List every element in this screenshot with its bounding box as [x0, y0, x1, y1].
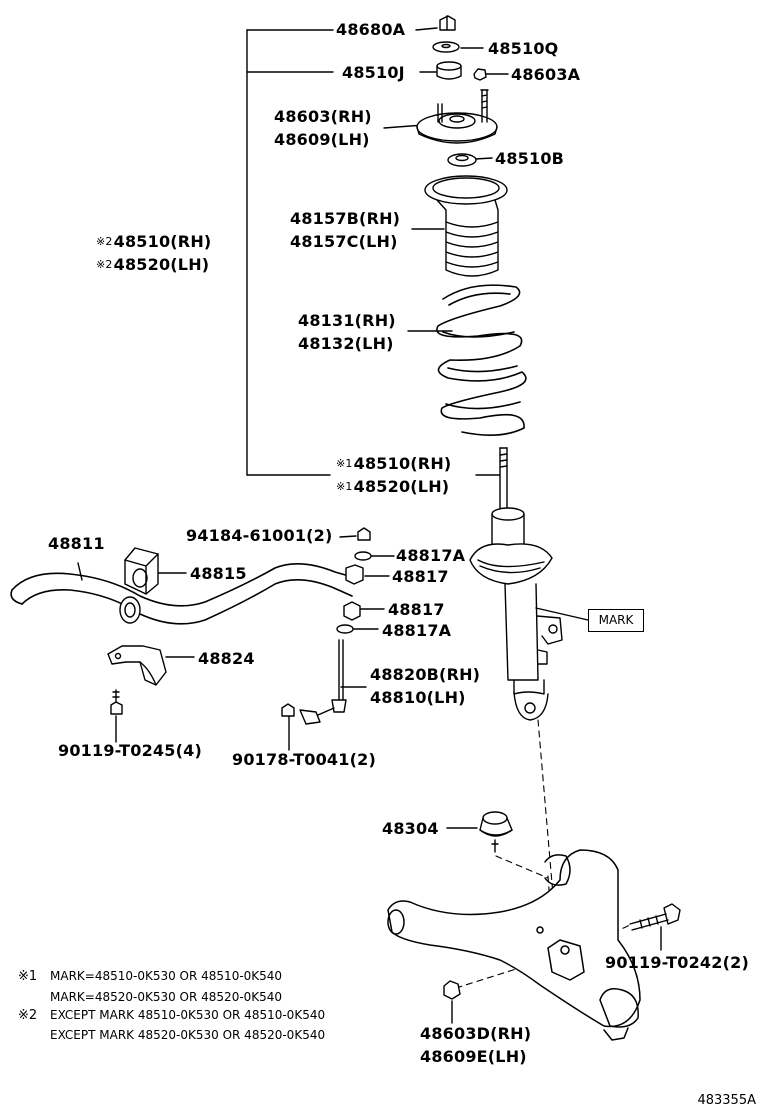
label-48817A-lower: 48817A	[382, 621, 452, 640]
note-4: EXCEPT MARK 48520-0K530 OR 48520-0K540	[18, 1028, 325, 1042]
mark-symbol: ※1	[336, 457, 353, 470]
label-48510J: 48510J	[342, 63, 405, 82]
washer-48510Q	[432, 41, 460, 53]
label-48603A: 48603A	[511, 65, 581, 84]
note-text: MARK=48520-0K530 OR 48520-0K540	[50, 990, 283, 1004]
label-48304: 48304	[382, 819, 439, 838]
note-text: EXCEPT MARK 48520-0K530 OR 48520-0K540	[50, 1028, 326, 1042]
bolt-90119-T0242	[629, 903, 681, 931]
label-48824: 48824	[198, 649, 255, 668]
label-48157C-lh: 48157C(LH)	[290, 232, 398, 251]
label-48810-lh: 48810(LH)	[370, 688, 466, 707]
bushing-48304	[479, 811, 513, 853]
bar-clamp	[119, 596, 141, 624]
label-90178-T0041: 90178-T0041(2)	[232, 750, 376, 769]
note-3: ※2 EXCEPT MARK 48510-0K530 OR 48510-0K540	[18, 1008, 325, 1023]
bracket-48824	[107, 645, 167, 686]
nut-48680A	[439, 15, 456, 31]
note-symbol: ※1	[18, 969, 38, 984]
mark-callout-box: MARK	[588, 609, 644, 632]
label-48609E-lh: 48609E(LH)	[420, 1047, 527, 1066]
note-1: ※1 MARK=48510-0K530 OR 48510-0K540	[18, 969, 282, 984]
label-94184-61001: 94184-61001(2)	[186, 526, 333, 545]
label-48680A: 48680A	[336, 20, 406, 39]
label-48131-rh: 48131(RH)	[298, 311, 396, 330]
label-48609-lh: 48609(LH)	[274, 130, 370, 149]
piston-rod	[499, 447, 508, 509]
label-assembly2-lh: ※248520(LH)	[96, 256, 209, 274]
nut-48603A	[473, 68, 487, 81]
label-48817A-upper: 48817A	[396, 546, 466, 565]
bolt-90119-T0245	[110, 689, 123, 715]
upper-mount	[416, 89, 498, 144]
note-symbol: ※2	[18, 1008, 38, 1023]
boot-48157	[424, 175, 508, 277]
lower-control-arm	[387, 849, 641, 1041]
label-48811: 48811	[48, 534, 105, 553]
note-text: EXCEPT MARK 48510-0K530 OR 48510-0K540	[50, 1008, 326, 1022]
label-90119-T0242: 90119-T0242(2)	[605, 953, 749, 972]
note-text: MARK=48510-0K530 OR 48510-0K540	[50, 969, 283, 983]
label-48820B-rh: 48820B(RH)	[370, 665, 481, 684]
coil-spring	[436, 284, 527, 436]
label-48603-rh: 48603(RH)	[274, 107, 372, 126]
label-48817-upper: 48817	[392, 567, 449, 586]
label-48510B: 48510B	[495, 149, 565, 168]
label-48132-lh: 48132(LH)	[298, 334, 394, 353]
bushing-48510J	[436, 61, 462, 80]
label-assembly1-rh: ※148510(RH)	[336, 455, 451, 473]
mark-symbol: ※2	[96, 235, 113, 248]
label-48510Q: 48510Q	[488, 39, 559, 58]
bearing-48510B	[447, 153, 477, 167]
label-assembly1-lh: ※148520(LH)	[336, 478, 449, 496]
label-assembly1-rh-text: 48510(RH)	[353, 454, 452, 473]
shock-absorber	[469, 507, 563, 721]
stabilizer-bar	[10, 563, 357, 625]
label-90119-T0245: 90119-T0245(4)	[58, 741, 202, 760]
label-assembly1-lh-text: 48520(LH)	[353, 477, 450, 496]
label-assembly2-lh-text: 48520(LH)	[113, 255, 210, 274]
note-2: MARK=48520-0K530 OR 48520-0K540	[18, 990, 282, 1004]
label-48157B-rh: 48157B(RH)	[290, 209, 401, 228]
label-assembly2-rh: ※248510(RH)	[96, 233, 211, 251]
bushing-48815	[124, 547, 159, 595]
assembly-bracket	[246, 29, 334, 476]
label-48603D-rh: 48603D(RH)	[420, 1024, 532, 1043]
leader-lines	[77, 27, 662, 1024]
label-assembly2-rh-text: 48510(RH)	[113, 232, 212, 251]
nut-48603D	[443, 980, 461, 1000]
label-48817-lower: 48817	[388, 600, 445, 619]
stabilizer-link-parts	[281, 527, 372, 725]
mark-symbol: ※2	[96, 258, 113, 271]
label-48815: 48815	[190, 564, 247, 583]
figure-id: 483355A	[697, 1093, 756, 1108]
mark-symbol: ※1	[336, 480, 353, 493]
